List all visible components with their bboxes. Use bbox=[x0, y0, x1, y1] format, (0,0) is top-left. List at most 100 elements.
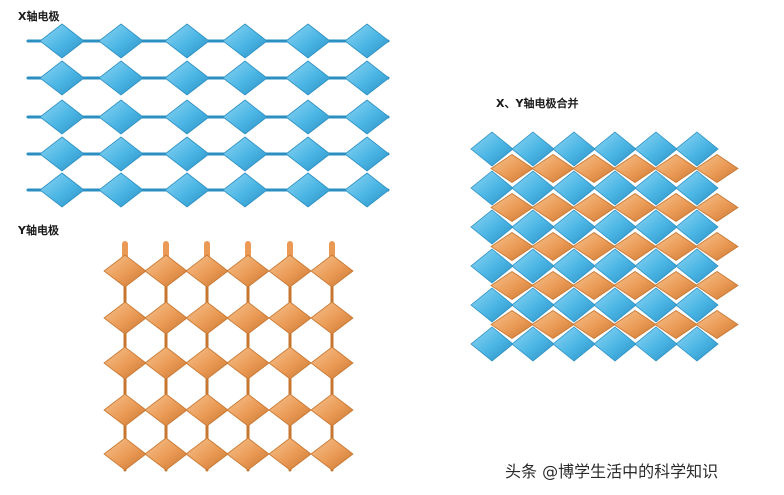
merged-x-pad bbox=[552, 170, 596, 206]
x-electrode-pad bbox=[344, 23, 390, 59]
merged-y-pad bbox=[490, 232, 534, 261]
x-electrode-pad bbox=[39, 60, 85, 96]
merged-x-pad bbox=[634, 170, 678, 206]
merged-x-pad bbox=[511, 209, 555, 245]
merged-x-pad bbox=[593, 170, 637, 206]
x-electrode-pad bbox=[222, 23, 268, 59]
y-electrode-pad bbox=[185, 437, 229, 471]
merged-x-pad bbox=[470, 326, 514, 362]
merged-x-pad bbox=[470, 170, 514, 206]
merged-x-pad bbox=[593, 326, 637, 362]
y-electrode-pad bbox=[144, 437, 188, 471]
x-electrode-pad bbox=[39, 172, 85, 208]
merged-y-pad bbox=[695, 193, 739, 222]
y-electrode-pad bbox=[226, 393, 270, 427]
x-electrode-pad bbox=[285, 60, 331, 96]
x-electrode-pad bbox=[164, 99, 210, 135]
merged-x-pad bbox=[675, 131, 719, 167]
merged-x-pad bbox=[634, 326, 678, 362]
merged-x-pad bbox=[511, 170, 555, 206]
merged-y-pad bbox=[531, 193, 575, 222]
y-electrode-pad bbox=[310, 393, 354, 427]
merged-y-pad bbox=[572, 232, 616, 261]
xy-merged-label: X、Y轴电极合并 bbox=[496, 97, 579, 110]
x-electrode-pad bbox=[98, 23, 144, 59]
merged-x-pad bbox=[675, 248, 719, 284]
x-electrode-pad bbox=[285, 99, 331, 135]
y-electrode-pad bbox=[185, 346, 229, 380]
merged-x-pad bbox=[675, 326, 719, 362]
merged-x-pad bbox=[593, 209, 637, 245]
x-electrode-pad bbox=[98, 60, 144, 96]
watermark-text: 头条 @博学生活中的科学知识 bbox=[505, 462, 719, 481]
merged-x-pad bbox=[593, 248, 637, 284]
y-electrode-pad bbox=[103, 254, 147, 288]
y-electrode-pad bbox=[103, 437, 147, 471]
x-electrode-pad bbox=[344, 172, 390, 208]
merged-y-pad bbox=[654, 271, 698, 300]
x-electrode-pad bbox=[285, 172, 331, 208]
y-electrode-pad bbox=[185, 254, 229, 288]
merged-x-pad bbox=[511, 326, 555, 362]
merged-x-pad bbox=[634, 248, 678, 284]
y-electrode-pad bbox=[268, 301, 312, 335]
y-electrode-pad bbox=[310, 301, 354, 335]
x-electrode-pad bbox=[285, 136, 331, 172]
y-electrode-pad bbox=[103, 346, 147, 380]
merged-x-pad bbox=[470, 287, 514, 323]
merged-y-pad bbox=[695, 310, 739, 339]
x-electrode-label: X轴电极 bbox=[18, 10, 60, 23]
merged-x-pad bbox=[634, 131, 678, 167]
x-electrode-pad bbox=[164, 172, 210, 208]
x-electrode-pad bbox=[164, 23, 210, 59]
merged-y-pad bbox=[531, 232, 575, 261]
x-electrode-pad bbox=[39, 99, 85, 135]
y-electrode-pad bbox=[310, 254, 354, 288]
merged-x-pad bbox=[675, 209, 719, 245]
x-electrode-pad bbox=[39, 23, 85, 59]
merged-x-pad bbox=[511, 287, 555, 323]
merged-y-pad bbox=[490, 271, 534, 300]
merged-y-pad bbox=[531, 271, 575, 300]
y-electrode-pad bbox=[144, 393, 188, 427]
merged-y-pad bbox=[613, 232, 657, 261]
merged-y-pad bbox=[531, 154, 575, 183]
y-electrode-pad bbox=[103, 301, 147, 335]
x-electrode-pad bbox=[222, 172, 268, 208]
x-electrode-pad bbox=[344, 99, 390, 135]
merged-y-pad bbox=[572, 154, 616, 183]
x-electrode-pad bbox=[344, 136, 390, 172]
merged-y-pad bbox=[572, 193, 616, 222]
y-electrode-pad bbox=[226, 437, 270, 471]
merged-x-pad bbox=[470, 209, 514, 245]
merged-x-pad bbox=[470, 131, 514, 167]
x-electrode-pad bbox=[164, 136, 210, 172]
y-electrode-pad bbox=[268, 346, 312, 380]
merged-x-pad bbox=[552, 209, 596, 245]
y-electrode-pad bbox=[268, 437, 312, 471]
x-electrode-pad bbox=[39, 136, 85, 172]
merged-y-pad bbox=[654, 193, 698, 222]
merged-y-pad bbox=[613, 193, 657, 222]
merged-y-pad bbox=[695, 232, 739, 261]
y-electrode-pad bbox=[144, 301, 188, 335]
merged-y-pad bbox=[695, 271, 739, 300]
merged-x-pad bbox=[552, 248, 596, 284]
x-electrode-pad bbox=[285, 23, 331, 59]
y-electrode-pad bbox=[144, 346, 188, 380]
merged-x-pad bbox=[675, 170, 719, 206]
merged-x-pad bbox=[552, 131, 596, 167]
merged-y-pad bbox=[490, 154, 534, 183]
merged-x-pad bbox=[675, 287, 719, 323]
y-electrode-pad bbox=[226, 346, 270, 380]
y-electrode-pad bbox=[185, 393, 229, 427]
x-electrode-pad bbox=[222, 60, 268, 96]
x-electrode-pad bbox=[344, 60, 390, 96]
merged-x-pad bbox=[552, 287, 596, 323]
y-electrode-pad bbox=[268, 393, 312, 427]
merged-y-pad bbox=[490, 310, 534, 339]
merged-x-pad bbox=[511, 131, 555, 167]
y-electrode-pad bbox=[226, 301, 270, 335]
x-electrode-pad bbox=[164, 60, 210, 96]
